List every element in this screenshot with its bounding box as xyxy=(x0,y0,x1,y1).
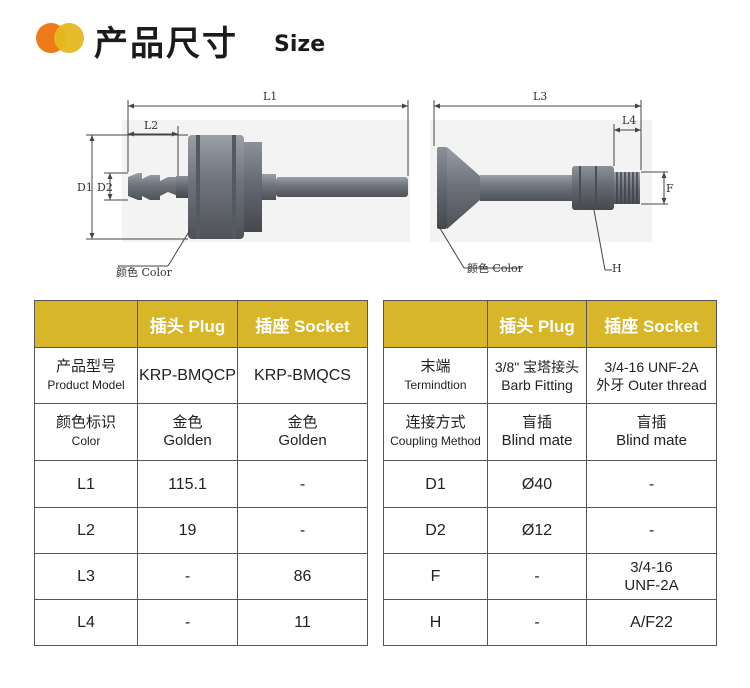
right-spec-table: 插头 Plug 插座 Socket 末端 Termindtion 3/8" 宝塔… xyxy=(383,300,717,646)
row-label: L1 xyxy=(34,460,138,508)
row-label: D1 xyxy=(383,460,488,508)
socket-color-label: 颜色 Color xyxy=(467,261,524,275)
plug-part xyxy=(128,135,408,239)
socket-value: - xyxy=(237,507,368,554)
socket-coupling: 盲插 Blind mate xyxy=(586,403,717,461)
left-spec-table: 插头 Plug 插座 Socket 产品型号 Product Model KRP… xyxy=(34,300,368,646)
socket-dimensions xyxy=(433,100,668,271)
row-label: 连接方式 Coupling Method xyxy=(383,403,488,461)
socket-color: 金色 Golden xyxy=(237,403,368,461)
socket-value: - xyxy=(237,460,368,508)
row-label: L2 xyxy=(34,507,138,554)
plug-arrowheads xyxy=(89,103,408,239)
socket-termination: 3/4-16 UNF-2A 外牙 Outer thread xyxy=(586,347,717,404)
row-label: 颜色标识 Color xyxy=(34,403,138,461)
plug-termination: 3/8" 宝塔接头 Barb Fitting xyxy=(487,347,587,404)
table-row: D2 Ø12 - xyxy=(383,507,717,554)
table-row: 产品型号 Product Model KRP-BMQCP KRP-BMQCS xyxy=(34,347,368,404)
socket-thread: 3/4-16 UNF-2A xyxy=(586,553,717,600)
plug-model: KRP-BMQCP xyxy=(137,347,238,404)
row-label: F xyxy=(383,553,488,600)
dim-l2-label: L2 xyxy=(144,119,158,132)
dim-l4-label: L4 xyxy=(622,114,636,127)
yellow-circle-icon xyxy=(54,23,84,53)
plug-value: 115.1 xyxy=(137,460,238,508)
table-row: L2 19 - xyxy=(34,507,368,554)
socket-value: A/F22 xyxy=(586,599,717,646)
socket-arrowheads xyxy=(434,103,667,204)
right-header-blank xyxy=(383,300,488,348)
dimension-drawing: L1 L2 D1 D2 颜色 Color xyxy=(77,90,674,279)
plug-color-label: 颜色 Color xyxy=(116,265,173,279)
dim-f-label: F xyxy=(666,182,674,195)
plug-value: Ø12 xyxy=(487,507,587,554)
section-title-en: Size xyxy=(274,32,326,57)
socket-value: - xyxy=(586,460,717,508)
table-row: L3 - 86 xyxy=(34,553,368,600)
table-row: 颜色标识 Color 金色 Golden 金色 Golden xyxy=(34,403,368,461)
plug-value: - xyxy=(137,553,238,600)
plug-value: - xyxy=(487,599,587,646)
left-header-blank xyxy=(34,300,138,348)
row-label: L4 xyxy=(34,599,138,646)
right-header-socket: 插座 Socket xyxy=(586,300,717,348)
table-row: L1 115.1 - xyxy=(34,460,368,508)
row-label: H xyxy=(383,599,488,646)
table-row: 连接方式 Coupling Method 盲插 Blind mate 盲插 Bl… xyxy=(383,403,717,461)
dim-d1-label: D1 xyxy=(77,181,93,194)
table-row: 末端 Termindtion 3/8" 宝塔接头 Barb Fitting 3/… xyxy=(383,347,717,404)
plug-value: - xyxy=(487,553,587,600)
left-header-socket: 插座 Socket xyxy=(237,300,368,348)
socket-value: - xyxy=(586,507,717,554)
plug-value: - xyxy=(137,599,238,646)
dim-l1-label: L1 xyxy=(263,90,277,103)
plug-value: Ø40 xyxy=(487,460,587,508)
plug-color: 金色 Golden xyxy=(137,403,238,461)
table-row: L4 - 11 xyxy=(34,599,368,646)
socket-value: 11 xyxy=(237,599,368,646)
dim-h-label: H xyxy=(612,262,622,275)
dim-d2-label: D2 xyxy=(97,181,113,194)
dim-l3-label: L3 xyxy=(533,90,547,103)
row-label: 产品型号 Product Model xyxy=(34,347,138,404)
plug-value: 19 xyxy=(137,507,238,554)
table-row: D1 Ø40 - xyxy=(383,460,717,508)
plug-coupling: 盲插 Blind mate xyxy=(487,403,587,461)
socket-value: 86 xyxy=(237,553,368,600)
table-row: F - 3/4-16 UNF-2A xyxy=(383,553,717,600)
socket-part xyxy=(437,147,640,229)
row-label: L3 xyxy=(34,553,138,600)
row-label: 末端 Termindtion xyxy=(383,347,488,404)
section-title-zh: 产品尺寸 xyxy=(94,24,238,64)
left-header-plug: 插头 Plug xyxy=(137,300,238,348)
row-label: D2 xyxy=(383,507,488,554)
table-row: H - A/F22 xyxy=(383,599,717,646)
socket-model: KRP-BMQCS xyxy=(237,347,368,404)
right-header-plug: 插头 Plug xyxy=(487,300,587,348)
